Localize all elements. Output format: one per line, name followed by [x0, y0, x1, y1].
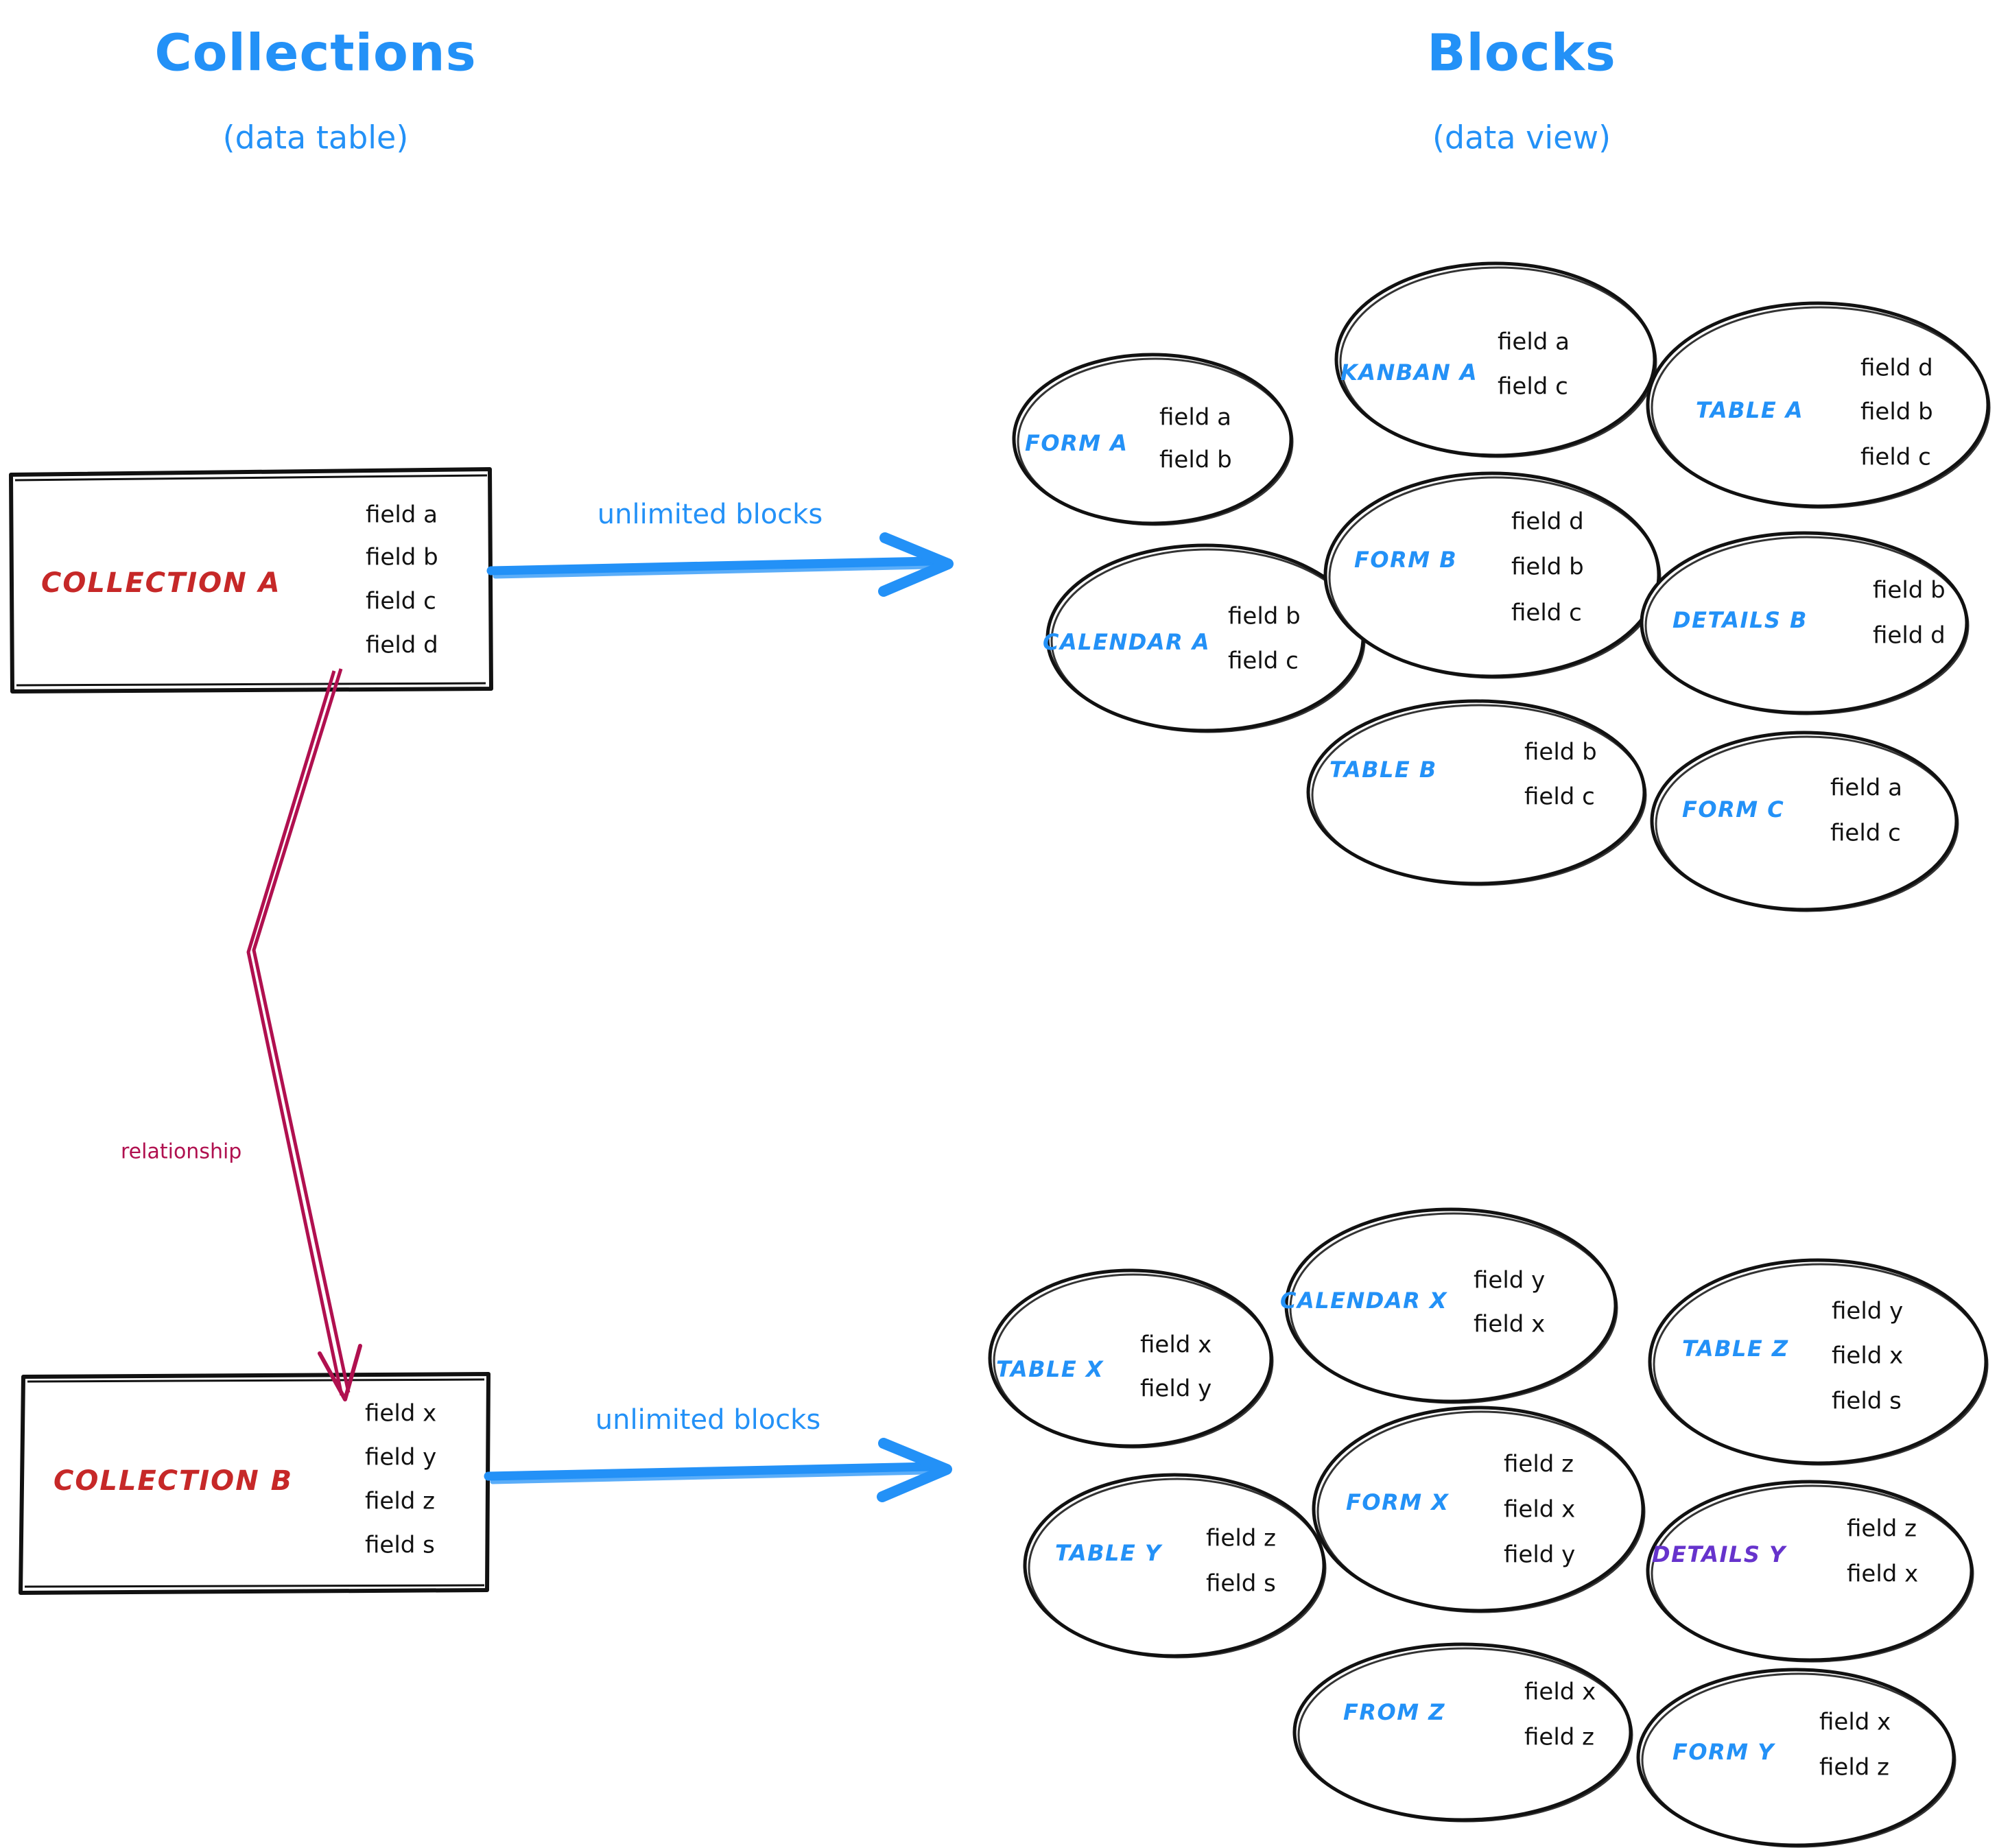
block-field-form-x-0: field z [1504, 1451, 1574, 1478]
collection-b-field-2: field z [365, 1488, 435, 1515]
collection-b-field-0: field x [365, 1400, 436, 1428]
block-field-details-y-0: field z [1847, 1515, 1917, 1543]
block-label-table-y: TABLE Y [1055, 1540, 1163, 1566]
block-field-from-z-1: field z [1524, 1724, 1594, 1751]
block-from-z[interactable]: FROM Z field x field z [1292, 1642, 1633, 1823]
block-table-y[interactable]: TABLE Y field z field s [1023, 1473, 1327, 1659]
collections-subtitle: (data table) [223, 119, 409, 156]
block-field-table-z-1: field x [1832, 1342, 1903, 1370]
block-field-calendar-a-1: field c [1228, 648, 1299, 675]
block-calendar-x[interactable]: CALENDAR X field y field x [1280, 1207, 1618, 1404]
blocks-subtitle: (data view) [1432, 119, 1611, 156]
block-field-form-y-0: field x [1819, 1709, 1891, 1736]
arrow-label-b: unlimited blocks [595, 1404, 820, 1436]
collection-b-box[interactable]: COLLECTION B field x field y field z fie… [19, 1372, 490, 1595]
block-label-details-y: DETAILS Y [1652, 1541, 1787, 1567]
block-field-form-b-0: field d [1511, 508, 1584, 536]
block-field-details-b-1: field d [1873, 622, 1946, 650]
block-field-table-y-0: field z [1206, 1525, 1276, 1552]
block-label-kanban-a: KANBAN A [1340, 359, 1478, 386]
block-label-table-a: TABLE A [1696, 397, 1804, 423]
block-field-table-b-1: field c [1524, 783, 1595, 811]
block-field-form-b-2: field c [1511, 600, 1582, 627]
block-label-table-x: TABLE X [996, 1356, 1104, 1382]
block-label-table-b: TABLE B [1329, 757, 1437, 783]
block-field-details-b-0: field b [1873, 577, 1946, 604]
heading-blocks: Blocks (data view) [1427, 24, 1616, 156]
block-form-a[interactable]: FORM A field a field b [1012, 353, 1294, 526]
block-field-table-z-0: field y [1832, 1298, 1903, 1325]
collection-a-field-3: field d [366, 632, 438, 659]
block-label-calendar-a: CALENDAR A [1043, 629, 1210, 655]
collections-title: Collections [154, 24, 476, 83]
block-label-form-y: FORM Y [1672, 1739, 1775, 1765]
collection-a-box[interactable]: COLLECTION A field a field b field c fie… [9, 467, 493, 694]
block-field-form-x-2: field y [1504, 1541, 1575, 1569]
relationship-label: relationship [121, 1140, 241, 1164]
block-field-form-a-1: field b [1159, 447, 1232, 474]
block-field-table-a-0: field d [1860, 355, 1933, 382]
block-field-calendar-a-0: field b [1228, 603, 1301, 630]
relationship-connector: relationship [121, 668, 362, 1401]
block-field-form-b-1: field b [1511, 554, 1584, 581]
collection-b-name: COLLECTION B [54, 1465, 293, 1497]
block-field-table-a-2: field c [1860, 444, 1931, 471]
block-field-form-c-0: field a [1830, 774, 1902, 802]
block-label-from-z: FROM Z [1343, 1699, 1445, 1725]
unlimited-blocks-arrow-b: unlimited blocks [484, 1404, 952, 1502]
block-field-form-a-0: field a [1159, 404, 1231, 431]
block-label-table-z: TABLE Z [1682, 1336, 1789, 1362]
block-table-z[interactable]: TABLE Z field y field x field s [1648, 1258, 1989, 1466]
block-field-table-z-2: field s [1832, 1388, 1902, 1415]
block-field-from-z-0: field x [1524, 1679, 1596, 1706]
block-label-form-c: FORM C [1682, 796, 1784, 822]
unlimited-blocks-arrow-a: unlimited blocks [486, 499, 954, 597]
block-form-b[interactable]: FORM B field d field b field c [1323, 471, 1662, 679]
block-field-table-y-1: field s [1206, 1570, 1276, 1598]
block-field-table-a-1: field b [1860, 399, 1933, 426]
block-label-form-b: FORM B [1354, 547, 1457, 573]
block-form-y[interactable]: FORM Y field x field z [1636, 1668, 1956, 1848]
collection-a-field-0: field a [366, 501, 438, 529]
block-field-form-c-1: field c [1830, 820, 1901, 847]
block-calendar-a[interactable]: CALENDAR A field b field c [1043, 543, 1366, 733]
block-label-form-x: FORM X [1346, 1489, 1449, 1515]
block-table-x[interactable]: TABLE X field x field y [988, 1268, 1274, 1449]
block-field-kanban-a-0: field a [1498, 329, 1570, 356]
arrow-label-a: unlimited blocks [598, 499, 823, 530]
block-table-b[interactable]: TABLE B field b field c [1306, 699, 1647, 886]
block-field-table-b-0: field b [1524, 739, 1597, 766]
block-field-form-x-1: field x [1504, 1496, 1575, 1524]
block-field-table-x-0: field x [1140, 1331, 1211, 1359]
blocks-title: Blocks [1427, 24, 1616, 83]
block-field-details-y-1: field x [1847, 1561, 1918, 1588]
block-details-y[interactable]: DETAILS Y field z field x [1646, 1480, 1974, 1663]
block-details-b[interactable]: DETAILS B field b field d [1640, 531, 1970, 715]
block-label-form-a: FORM A [1025, 430, 1128, 456]
block-table-a[interactable]: TABLE A field d field b field c [1646, 301, 1991, 509]
block-field-form-y-1: field z [1819, 1754, 1889, 1781]
block-field-calendar-x-0: field y [1474, 1267, 1545, 1294]
block-label-details-b: DETAILS B [1672, 607, 1808, 633]
collection-a-field-1: field b [366, 544, 438, 571]
block-field-kanban-a-1: field c [1498, 373, 1568, 401]
block-field-table-x-1: field y [1140, 1375, 1211, 1403]
heading-collections: Collections (data table) [154, 24, 476, 156]
block-label-calendar-x: CALENDAR X [1280, 1288, 1447, 1314]
collection-a-name: COLLECTION A [41, 567, 281, 599]
collection-a-field-2: field c [366, 588, 436, 615]
collection-b-field-1: field y [365, 1444, 436, 1471]
collection-b-field-3: field s [365, 1532, 435, 1559]
block-form-x[interactable]: FORM X field z field x field y [1312, 1406, 1646, 1613]
block-form-c[interactable]: FORM C field a field c [1650, 731, 1959, 912]
block-kanban-a[interactable]: KANBAN A field a field c [1334, 261, 1657, 458]
block-field-calendar-x-1: field x [1474, 1311, 1545, 1338]
